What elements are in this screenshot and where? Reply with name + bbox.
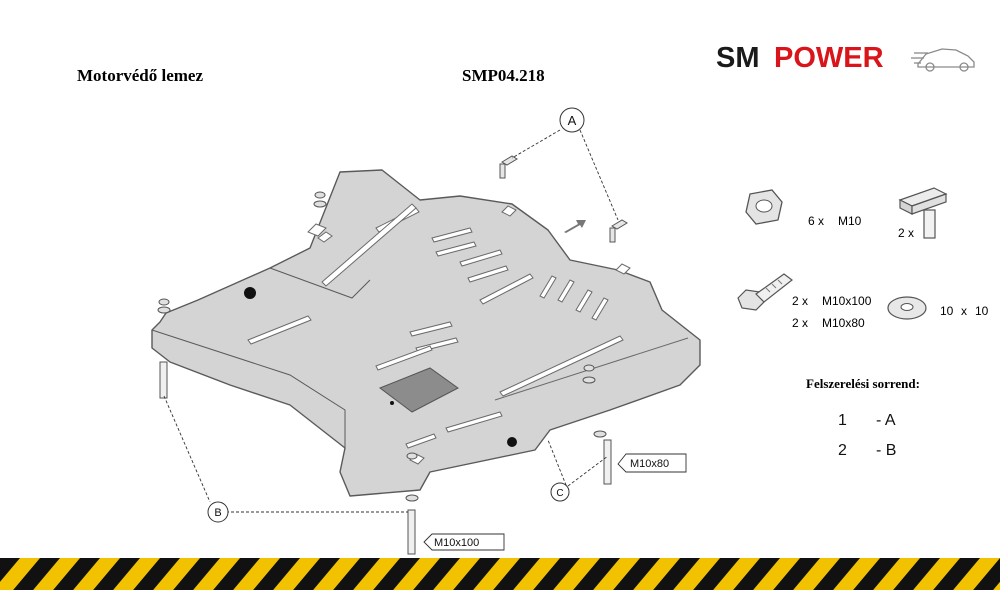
washer-x: x (961, 304, 967, 318)
logo-text-sm: SM (716, 42, 760, 74)
washer-size: 10 (975, 304, 989, 318)
install-order-title: Felszerelési sorrend: (806, 376, 920, 391)
callout-a: A (559, 107, 585, 133)
car-silhouette-icon (911, 48, 975, 72)
plate-fold-line (151, 329, 346, 448)
callout-c-label: C (556, 488, 563, 499)
bolt-1-size: M10x100 (822, 294, 872, 308)
callout-leader-lines (163, 129, 619, 513)
callout-c: C (550, 482, 570, 502)
nut-icon (745, 189, 783, 225)
callout-a-label: A (568, 113, 577, 128)
install-step-label: - B (876, 442, 897, 459)
svg-text:M10x80: M10x80 (630, 458, 669, 470)
nut-qty: 6 x (808, 214, 825, 228)
logo-text-power: POWER (774, 42, 884, 74)
nut-icon (157, 191, 607, 502)
svg-text:M10x100: M10x100 (434, 537, 479, 549)
document-title: Motorvédő lemez (77, 66, 204, 85)
mounting-holes (244, 287, 517, 447)
washer-icon (887, 296, 927, 320)
callout-b-label: B (214, 507, 221, 519)
smpower-logo: SM POWER (716, 42, 975, 74)
direction-arrow-icon (564, 220, 586, 233)
bolt-label-m10x100: M10x100 (423, 533, 505, 551)
oil-drain-hatch (378, 367, 459, 413)
t-bolt-icon (499, 155, 628, 243)
bolt-icon (159, 361, 612, 555)
callout-b: B (207, 501, 229, 523)
bolt-label-m10x80: M10x80 (617, 453, 687, 473)
install-step-label: - A (876, 412, 896, 429)
bolt-icon (737, 273, 793, 311)
bolt-2-qty: 2 x (792, 316, 809, 330)
install-step-number: 2 (838, 442, 847, 459)
hazard-stripe-footer (0, 558, 1000, 590)
washer-qty: 10 (940, 304, 954, 318)
plate-fold-line-rear (269, 267, 371, 299)
nut-size: M10 (838, 214, 862, 228)
bolt-1-qty: 2 x (792, 294, 809, 308)
t-bolt-qty: 2 x (898, 226, 915, 240)
skid-plate-drawing: A B C M10x80 M10x100 (151, 107, 701, 555)
document-code: SMP04.218 (462, 66, 545, 85)
install-step-number: 1 (838, 412, 847, 429)
t-bolt-icon (898, 187, 948, 239)
ventilation-slots (247, 203, 624, 449)
bolt-2-size: M10x80 (822, 316, 865, 330)
mounting-tabs (307, 205, 631, 465)
